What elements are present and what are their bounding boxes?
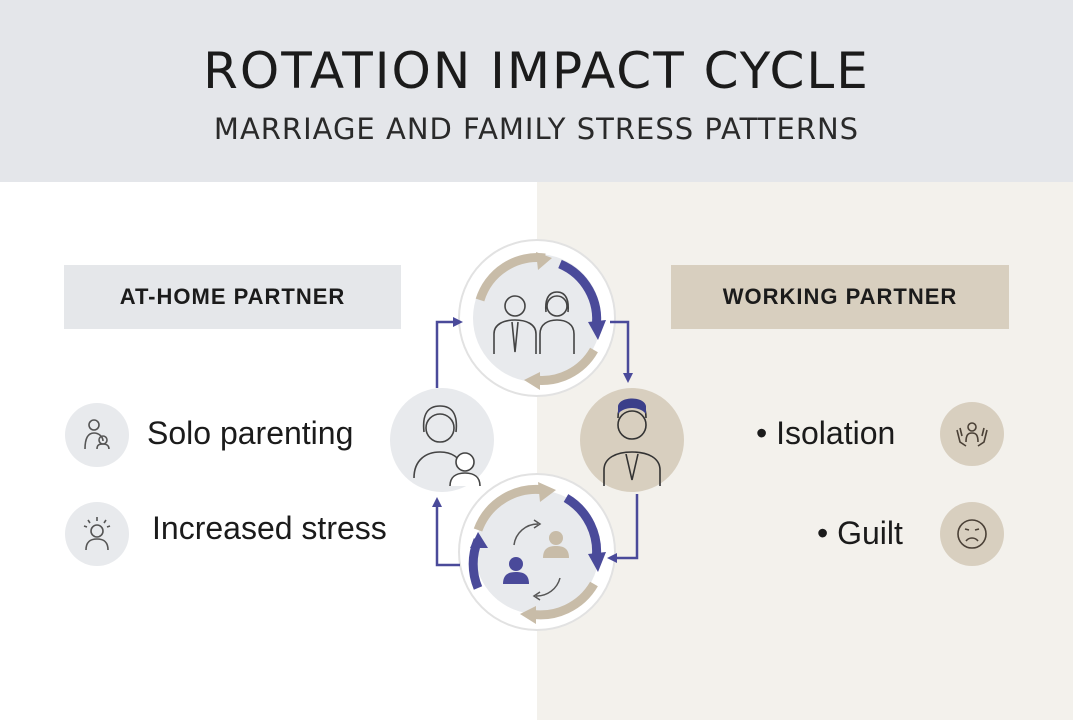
exchange-icon xyxy=(503,519,569,601)
hands-person-icon xyxy=(940,402,1004,466)
cycle-connectors xyxy=(432,317,639,567)
couple-icon xyxy=(493,291,575,354)
at-home-partner-label: AT-HOME PARTNER xyxy=(64,265,401,329)
solo-parenting-text: Solo parenting xyxy=(147,415,354,451)
top-cycle-circle xyxy=(458,239,616,397)
increased-stress-text: Increased stress xyxy=(152,510,387,546)
working-partner-label: WORKING PARTNER xyxy=(671,265,1009,329)
working-partner-avatar xyxy=(580,388,684,492)
stressed-person-icon xyxy=(65,502,129,566)
isolation-text: • Isolation xyxy=(756,415,896,451)
page-title: ROTATION IMPACT CYCLE xyxy=(203,42,870,100)
sad-face-icon xyxy=(940,502,1004,566)
header-band: ROTATION IMPACT CYCLE MARRIAGE AND FAMIL… xyxy=(0,0,1073,182)
page-subtitle: MARRIAGE AND FAMILY STRESS PATTERNS xyxy=(213,112,860,146)
bottom-cycle-circle xyxy=(458,473,616,631)
parent-baby-icon xyxy=(65,403,129,467)
at-home-partner-avatar xyxy=(390,388,494,492)
guilt-text: • Guilt xyxy=(817,515,903,551)
